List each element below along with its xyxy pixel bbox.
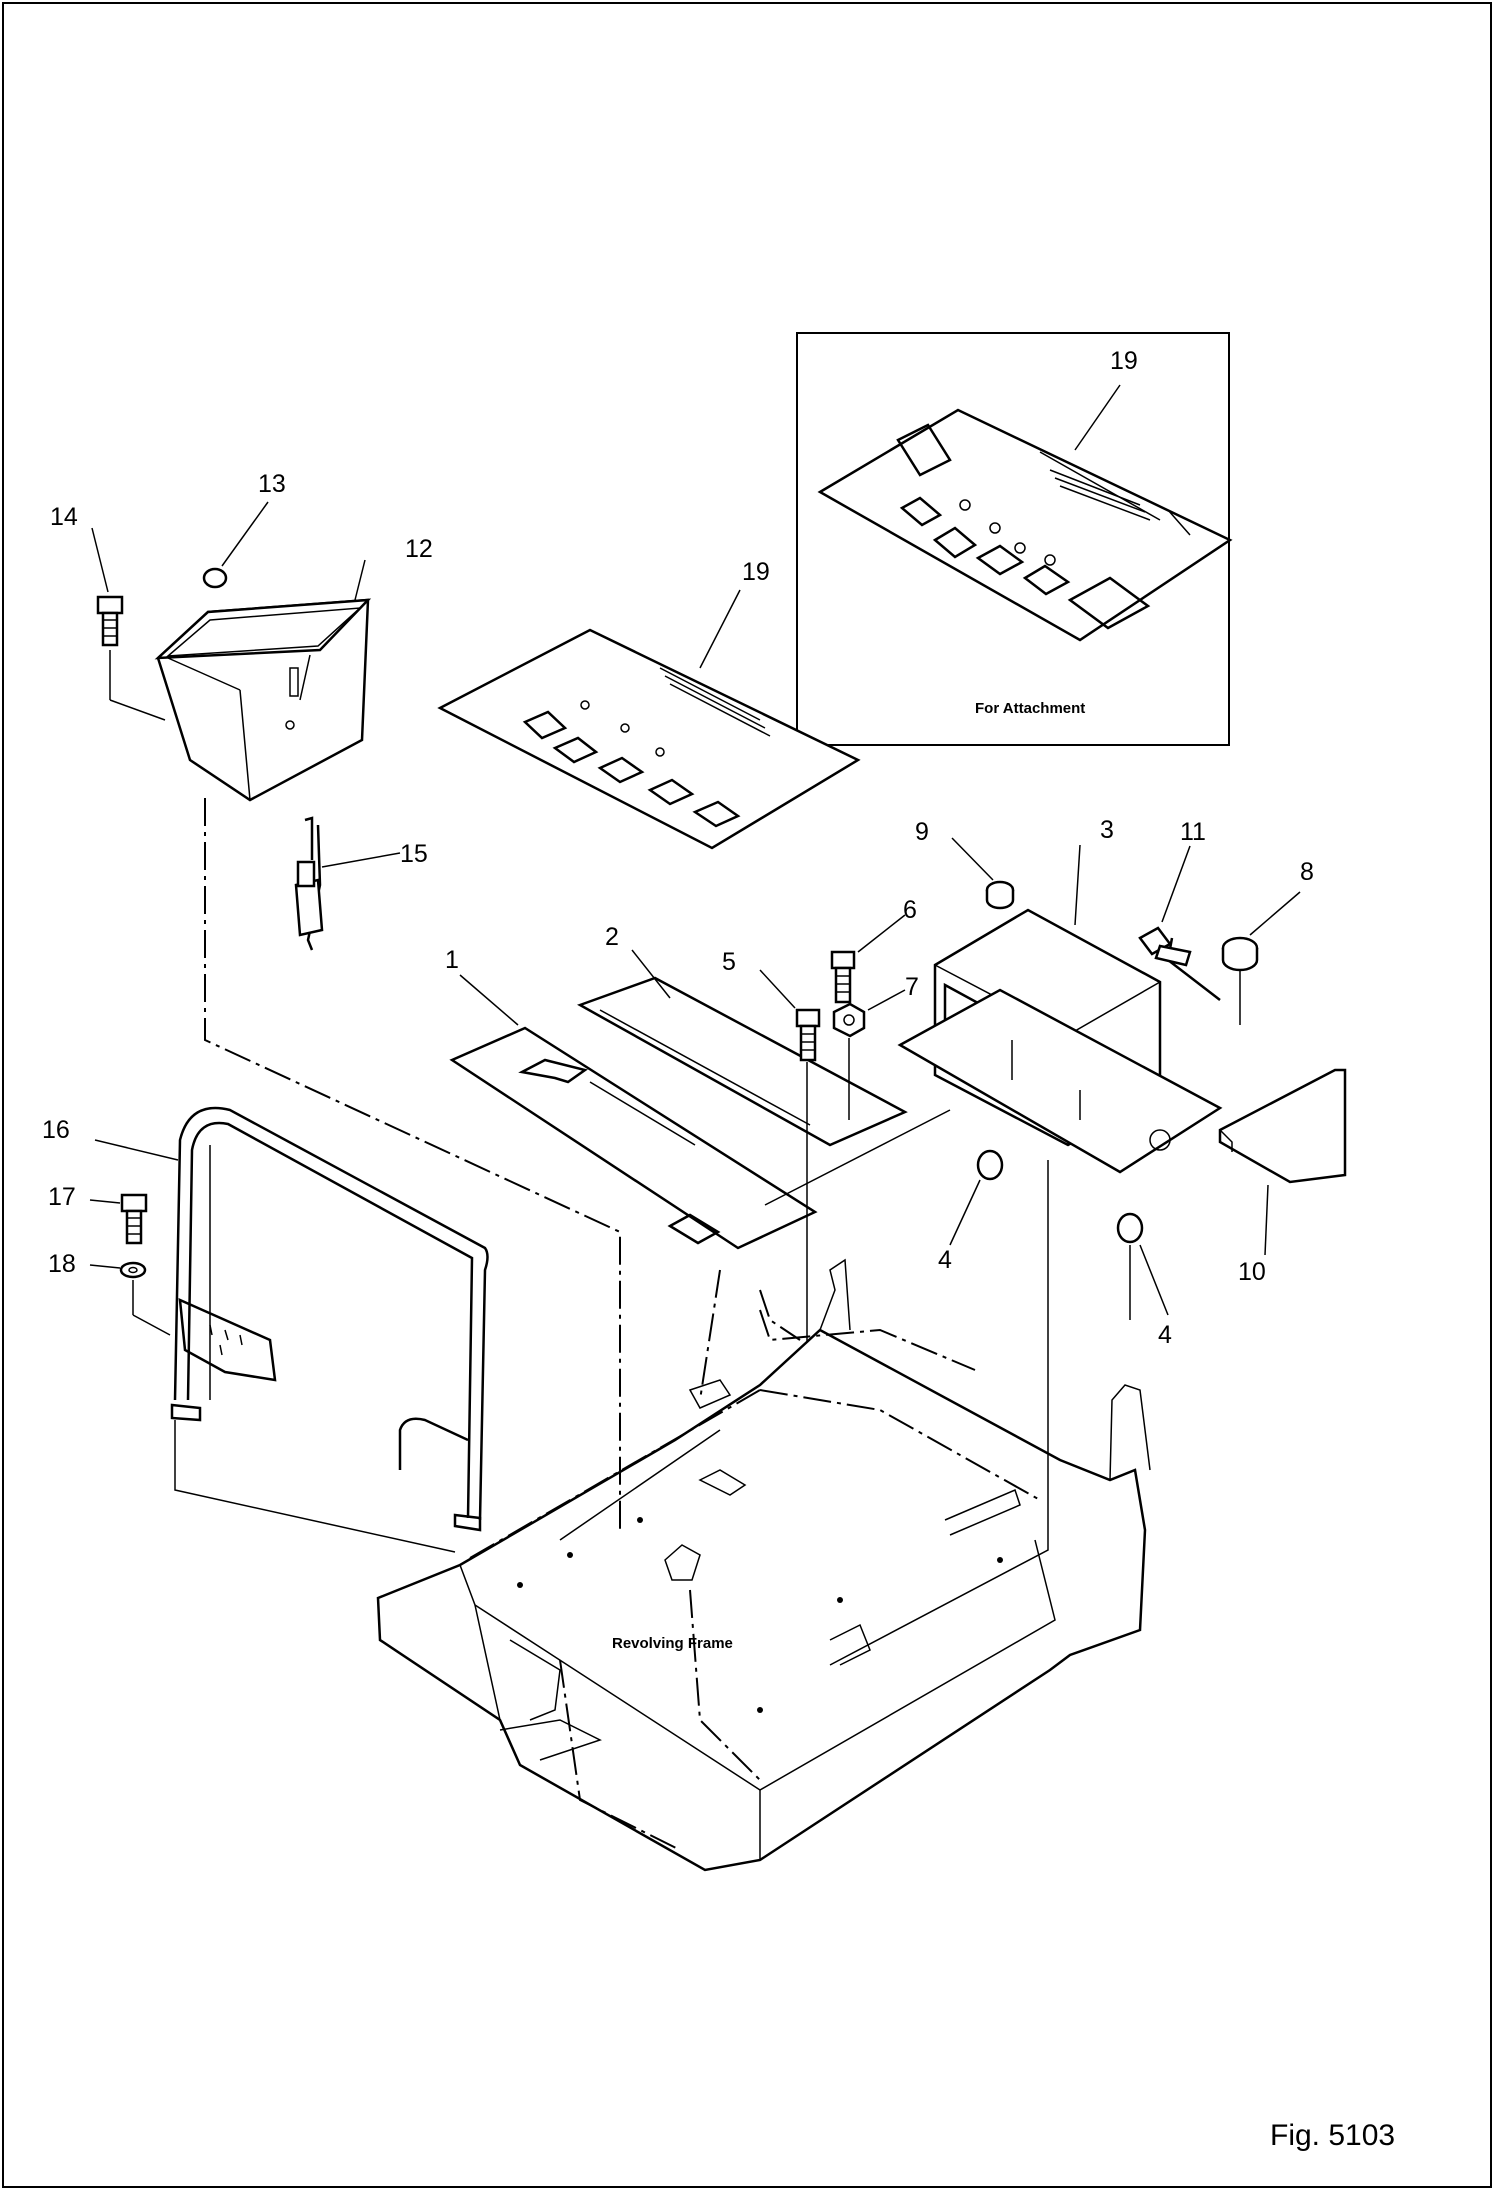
callout-16: 16: [42, 1116, 70, 1144]
callout-2: 2: [605, 923, 619, 951]
part-14-bolt: 14: [50, 503, 166, 721]
callout-19-inset: 19: [1110, 347, 1138, 375]
callout-9: 9: [915, 818, 929, 846]
revolving-frame-label: Revolving Frame: [612, 1635, 733, 1652]
callout-17: 17: [48, 1183, 76, 1211]
callout-4a: 4: [938, 1246, 952, 1274]
part-17-bolt: 17: [48, 1183, 148, 1245]
attachment-inset: 19 For Attachment: [796, 332, 1233, 746]
part-2-cover: 2: [576, 923, 908, 1147]
callout-18: 18: [48, 1250, 76, 1278]
callout-12: 12: [405, 535, 433, 563]
part-1-floor-cover: 1: [445, 946, 818, 1250]
part-6-bolt: 6: [830, 896, 917, 1004]
callout-13: 13: [258, 470, 286, 498]
part-8-cap: 8: [1221, 858, 1314, 1025]
callout-8: 8: [1300, 858, 1314, 886]
callout-10: 10: [1238, 1258, 1266, 1286]
callout-3: 3: [1100, 816, 1114, 844]
part-13-plug: 13: [202, 470, 286, 589]
callout-14: 14: [50, 503, 78, 531]
callout-15: 15: [400, 840, 428, 868]
part-7-nut: 7: [832, 973, 919, 1120]
callout-7: 7: [905, 973, 919, 1001]
part-9-cap: 9: [915, 818, 1015, 910]
part-15-handle: 15: [294, 816, 428, 951]
attachment-note: For Attachment: [975, 700, 1085, 717]
callout-4b: 4: [1158, 1321, 1172, 1349]
callout-5: 5: [722, 948, 736, 976]
part-16-guard: 16: [42, 1106, 489, 1553]
callout-6: 6: [903, 896, 917, 924]
part-10-bracket: 10: [1218, 1068, 1347, 1286]
callout-19: 19: [742, 558, 770, 586]
figure-label: Fig. 5103: [1270, 2119, 1395, 2152]
part-18-washer: 18: [48, 1250, 171, 1336]
part-12-tool-box: 12: [154, 535, 433, 802]
part-3-battery-box: 3: [897, 816, 1223, 1174]
callout-11: 11: [1180, 818, 1206, 846]
part-19-floor-plate: 19: [437, 558, 861, 850]
callout-1: 1: [445, 946, 459, 974]
part-4-cushion-right: 4: [1116, 1212, 1172, 1349]
assembly-lines: [204, 798, 1131, 1666]
revolving-frame: Revolving Frame: [376, 1258, 1151, 1872]
part-4-cushion-left: 4: [938, 1149, 1004, 1274]
part-11-bolt: 11: [1138, 818, 1206, 967]
